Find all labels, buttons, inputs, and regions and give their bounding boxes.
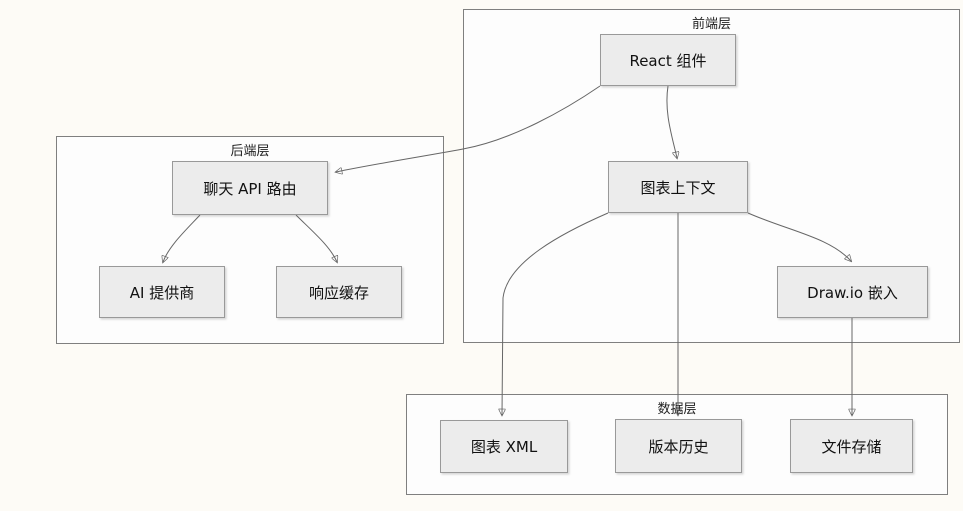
cluster-frontend-label: 前端层 — [691, 17, 731, 32]
node-version-history: 版本历史 — [615, 419, 742, 473]
cluster-data-label: 数据层 — [657, 402, 697, 417]
cluster-backend-label: 后端层 — [230, 144, 270, 159]
node-diagram-context: 图表上下文 — [608, 161, 748, 213]
node-diagram-xml: 图表 XML — [440, 420, 568, 473]
node-response-cache: 响应缓存 — [276, 266, 402, 318]
node-react-component: React 组件 — [600, 34, 736, 86]
node-drawio-embed: Draw.io 嵌入 — [777, 266, 928, 318]
node-ai-provider: AI 提供商 — [99, 266, 225, 318]
node-chat-api-route: 聊天 API 路由 — [172, 161, 328, 215]
node-file-storage: 文件存储 — [790, 419, 913, 473]
